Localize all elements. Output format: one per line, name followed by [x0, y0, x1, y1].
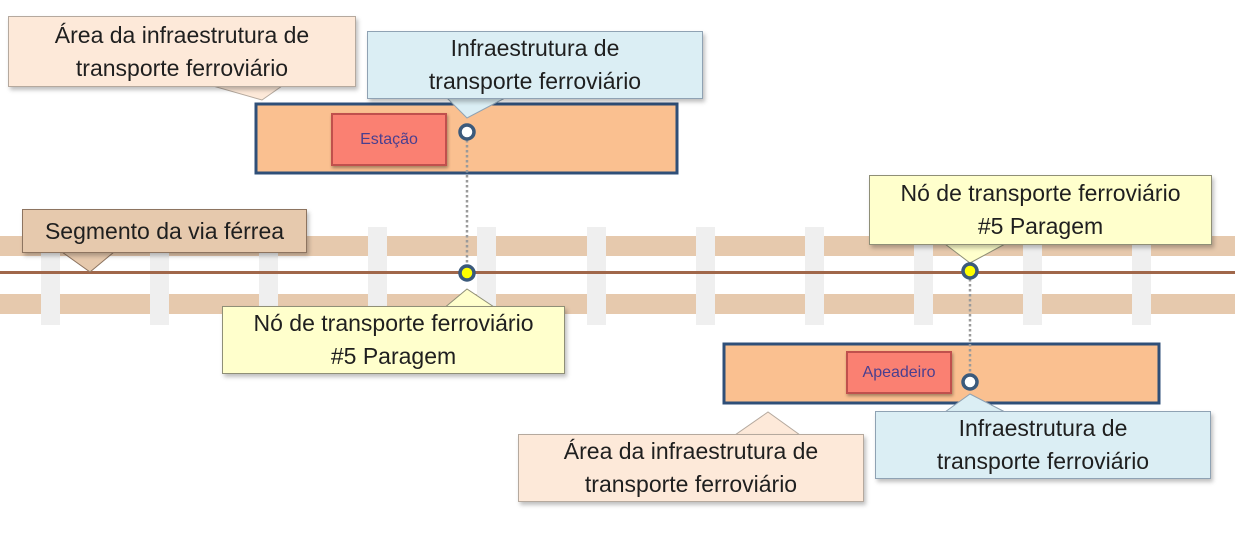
station-apeadeiro: Apeadeiro [846, 351, 952, 394]
node-label-right-line1: Nó de transporte ferroviário [900, 180, 1181, 206]
area-label-top: Área da infraestrutura de transporte fer… [8, 16, 356, 87]
area-label-top-line2: transporte ferroviário [75, 54, 289, 81]
node-label-right: Nó de transporte ferroviário #5 Paragem [869, 175, 1212, 245]
area-label-bottom-line1: Área da infraestrutura de [563, 438, 819, 464]
sleeper [587, 227, 606, 325]
sleeper [805, 227, 824, 325]
rail-lower [0, 294, 1235, 314]
infra-label-bottom: Infraestrutura de transporte ferroviário [875, 411, 1211, 479]
node-label-right-line2: #5 Paragem [977, 213, 1104, 239]
node-label-left-line1: Nó de transporte ferroviário [253, 310, 534, 336]
node-point-left [458, 264, 476, 282]
infra-label-bottom-line2: transporte ferroviário [936, 448, 1150, 474]
infra-point-bottom [961, 373, 979, 391]
track-line [0, 271, 1235, 274]
sleeper [1023, 227, 1042, 325]
infra-point-top [458, 123, 476, 141]
sleeper [914, 227, 933, 325]
pointer-area-bottom [733, 411, 802, 436]
node-label-left: Nó de transporte ferroviário #5 Paragem [222, 306, 565, 374]
node-point-right [961, 262, 979, 280]
area-label-bottom: Área da infraestrutura de transporte fer… [518, 434, 864, 502]
station-estacao: Estação [331, 113, 447, 166]
infra-label-top-line2: transporte ferroviário [428, 68, 642, 94]
sleeper [696, 227, 715, 325]
pointer-area-top [212, 85, 284, 101]
pointer-segment [60, 251, 116, 273]
node-label-left-line2: #5 Paragem [330, 343, 457, 369]
area-label-bottom-line2: transporte ferroviário [584, 471, 798, 497]
segment-label-text: Segmento da via férrea [44, 217, 285, 244]
infra-label-bottom-line1: Infraestrutura de [958, 415, 1128, 441]
infra-label-top: Infraestrutura de transporte ferroviário [367, 31, 703, 99]
segment-label: Segmento da via férrea [22, 209, 307, 253]
sleeper [368, 227, 387, 325]
sleeper [1132, 227, 1151, 325]
area-label-top-line1: Área da infraestrutura de [54, 21, 310, 48]
infra-label-top-line1: Infraestrutura de [450, 35, 620, 61]
